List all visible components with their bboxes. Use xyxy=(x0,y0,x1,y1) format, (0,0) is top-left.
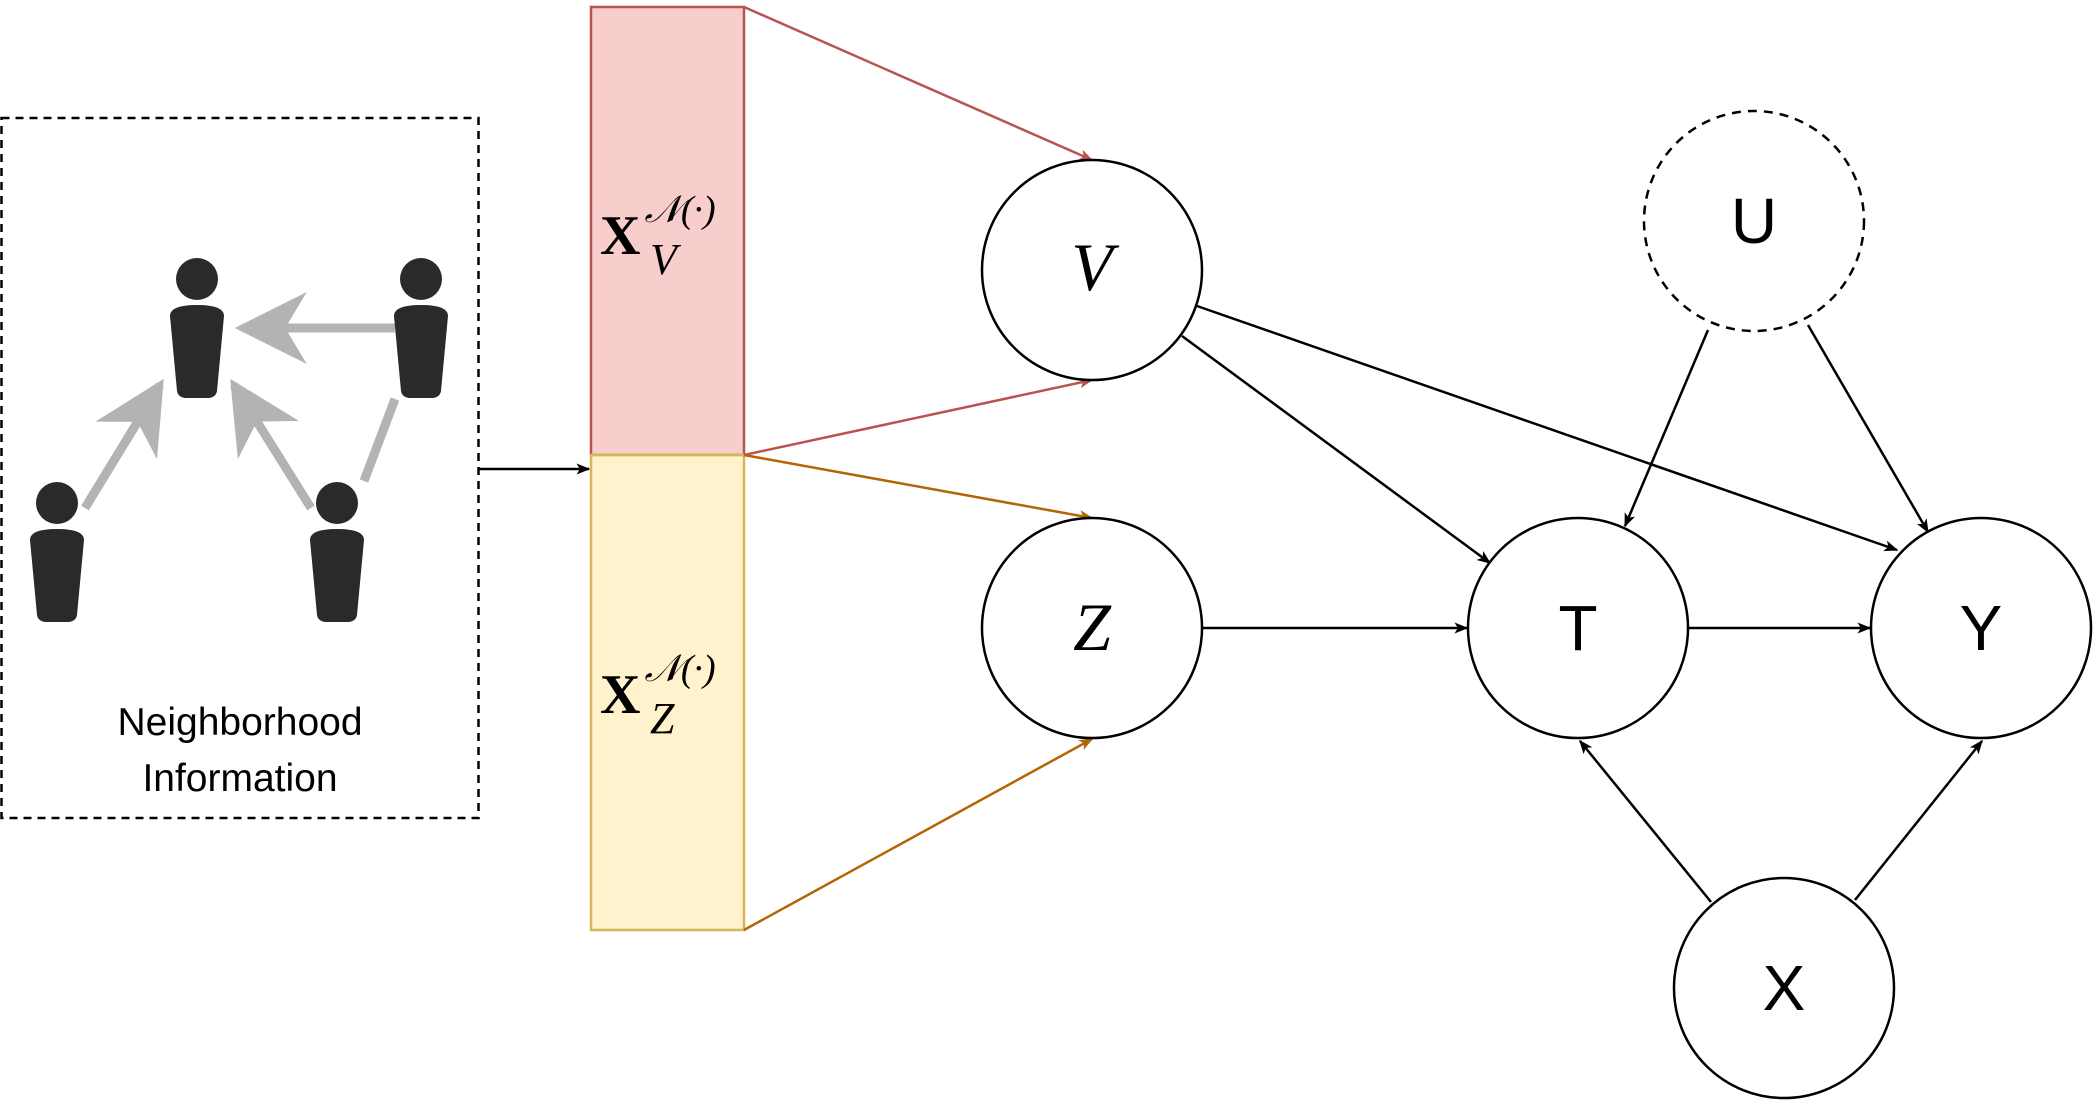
edge-x-to-t xyxy=(1579,739,1712,903)
formula-base: X xyxy=(600,664,640,726)
node-t-circle xyxy=(1466,516,1690,740)
edge-xz-top-to-z xyxy=(743,453,1094,522)
neighbor-edge-bottomright-to-right xyxy=(359,397,400,483)
feature-block-z-rect xyxy=(589,453,746,932)
person-icon xyxy=(170,258,224,398)
neighborhood-label-line1: Neighborhood xyxy=(117,701,362,744)
edge-v-to-y xyxy=(1196,304,1899,552)
edge-u-to-y xyxy=(1806,324,1930,534)
node-u-circle xyxy=(1642,109,1866,333)
formula-subscript: Z xyxy=(650,694,675,743)
node-x-label: X xyxy=(1763,952,1806,1024)
edge-v-to-t xyxy=(1181,334,1492,565)
node-z[interactable]: Z xyxy=(980,516,1204,740)
neighbor-edge-left-to-center xyxy=(81,378,164,511)
formula-superscript: 𝒩(·) xyxy=(644,189,715,231)
neighbor-edge-bottomright-to-center xyxy=(230,378,315,511)
edge-x-to-y xyxy=(1854,739,1983,901)
feature-block-v-formula: X 𝒩(·) V xyxy=(600,189,720,284)
node-z-label: Z xyxy=(1073,589,1112,665)
feature-block-z-formula: X 𝒩(·) Z xyxy=(600,648,720,743)
node-y-label: Y xyxy=(1960,592,2003,664)
neighborhood-border xyxy=(0,116,480,820)
node-y[interactable]: Y xyxy=(1869,516,2093,740)
node-u-label: U xyxy=(1731,185,1777,257)
node-v-circle xyxy=(980,158,1204,382)
node-y-circle xyxy=(1869,516,2093,740)
node-v-label: V xyxy=(1071,229,1120,305)
node-v[interactable]: V xyxy=(980,158,1204,382)
feature-block-v: X 𝒩(·) V xyxy=(589,5,746,457)
formula-subscript: V xyxy=(650,235,682,284)
node-u[interactable]: U xyxy=(1642,109,1866,333)
edge-xz-bottom-to-z xyxy=(743,737,1094,932)
formula-base: X xyxy=(600,205,640,267)
node-z-circle xyxy=(980,516,1204,740)
neighborhood-label-line2: Information xyxy=(142,757,337,800)
feature-block-v-rect xyxy=(589,5,746,457)
neighborhood-panel: Neighborhood Information xyxy=(0,116,480,820)
node-t-label: T xyxy=(1558,592,1597,664)
node-x-circle xyxy=(1672,876,1896,1100)
node-t[interactable]: T xyxy=(1466,516,1690,740)
person-icon xyxy=(310,482,364,622)
formula-superscript: 𝒩(·) xyxy=(644,648,715,690)
edge-xv-bottom-to-v xyxy=(743,377,1094,457)
feature-block-z: X 𝒩(·) Z xyxy=(589,453,746,932)
edge-xv-top-to-v xyxy=(743,5,1094,162)
person-icon xyxy=(30,482,84,622)
edge-u-to-t xyxy=(1623,329,1710,528)
person-icon xyxy=(394,258,448,398)
node-x[interactable]: X xyxy=(1672,876,1896,1100)
